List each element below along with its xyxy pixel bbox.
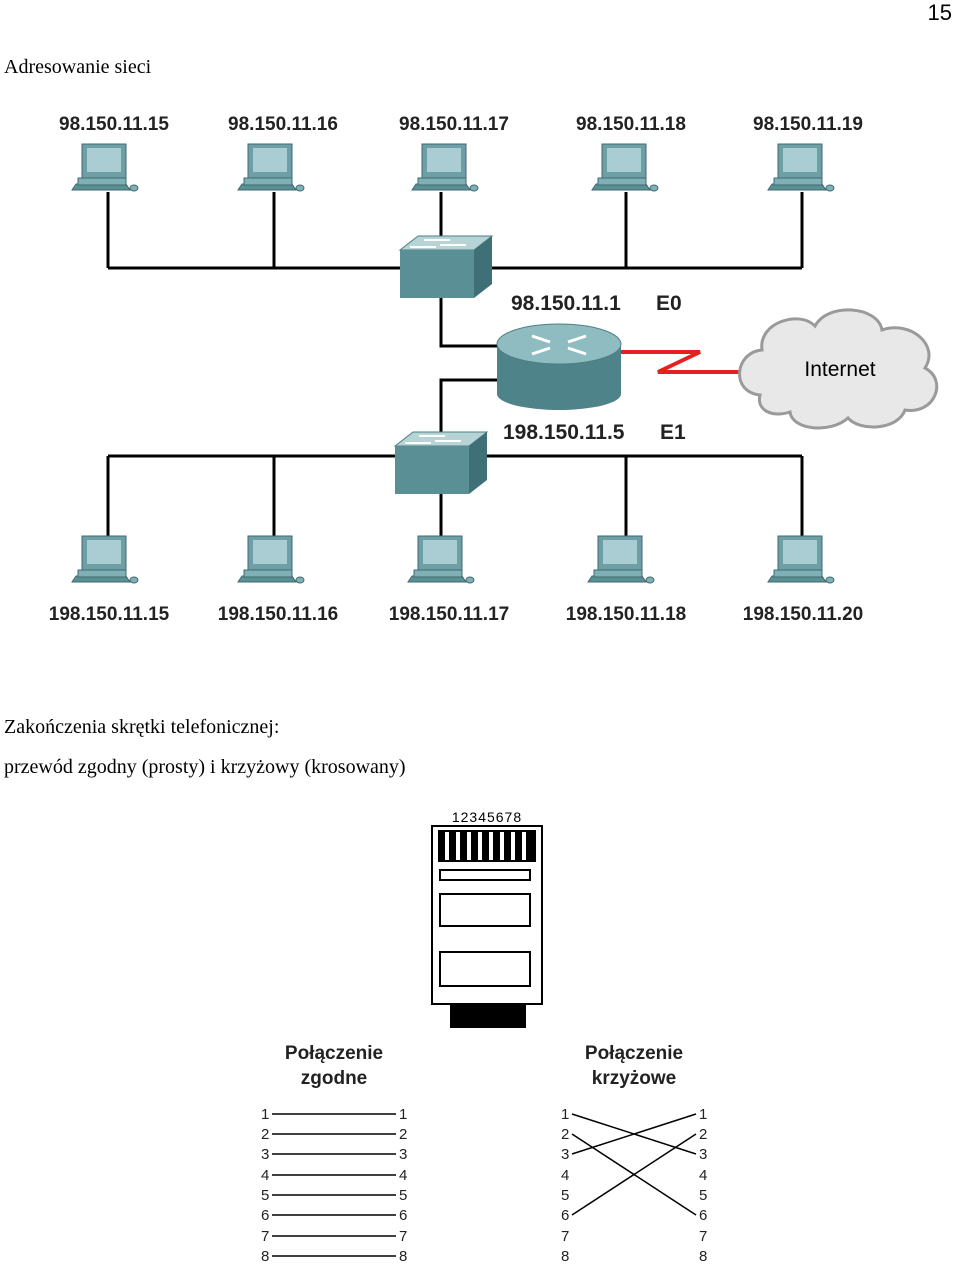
paragraph-line-2: przewód zgodny (prosty) i krzyżowy (kros… [4, 756, 406, 778]
top-host-ip: 98.150.11.15 [59, 114, 169, 135]
bottom-host-ip: 198.150.11.16 [218, 604, 338, 625]
router-icon [496, 323, 622, 410]
router-e1-label: E1 [660, 421, 686, 444]
host-computer-icon [71, 535, 139, 584]
bottom-host-ip: 198.150.11.15 [49, 604, 170, 625]
wan-link [620, 350, 742, 374]
top-host-ip: 98.150.11.18 [576, 114, 686, 135]
host-computer-icon [71, 143, 139, 192]
top-host-ip: 98.150.11.16 [228, 114, 338, 135]
paragraph-line-1: Zakończenia skrętki telefonicznej: [4, 716, 280, 738]
host-computer-icon [237, 143, 305, 192]
host-computer-icon [407, 535, 475, 584]
host-computer-icon [587, 535, 655, 584]
page-number: 15 [927, 0, 952, 25]
host-computer-icon [237, 535, 305, 584]
bottom-host-ip: 198.150.11.17 [389, 604, 509, 625]
switch-icon [399, 235, 493, 299]
host-computer-icon [767, 535, 835, 584]
section-title: Adresowanie sieci [4, 56, 152, 78]
top-host-ip: 98.150.11.19 [753, 114, 863, 135]
router-e1-ip: 198.150.11.5 [503, 421, 625, 444]
host-computer-icon [767, 143, 835, 192]
bottom-host-ip: 198.150.11.18 [566, 604, 686, 625]
bottom-host-ip: 198.150.11.20 [743, 604, 863, 625]
router-e0-label: E0 [656, 292, 682, 315]
host-computer-icon [411, 143, 479, 192]
internet-cloud-icon: Internet [738, 308, 939, 430]
top-host-ip: 98.150.11.17 [399, 114, 509, 135]
cloud-label: Internet [804, 358, 875, 381]
host-computer-icon [591, 143, 659, 192]
switch-icon [394, 431, 488, 495]
router-e0-ip: 98.150.11.1 [511, 292, 621, 315]
